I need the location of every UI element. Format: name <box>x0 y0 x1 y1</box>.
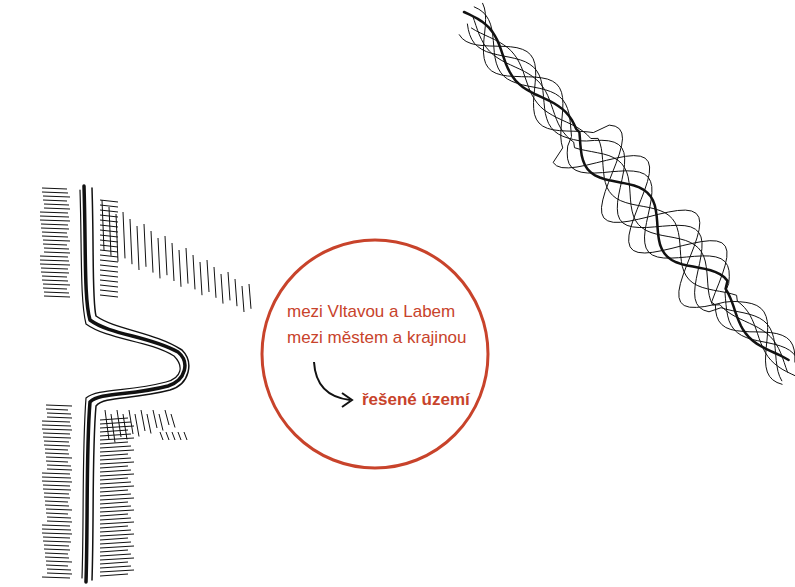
circle-text: mezi městem a krajinou <box>287 328 467 348</box>
river-sketch <box>80 186 189 582</box>
circle-text: mezi Vltavou a Labem <box>287 302 455 322</box>
highlight-label: řešené území <box>362 390 470 410</box>
bank-hatching <box>40 188 251 578</box>
circle-outline <box>260 238 490 470</box>
focus-circle: mezi Vltavou a Labem mezi městem a krajin… <box>260 238 490 470</box>
curved-arrow <box>314 362 352 407</box>
river-scribble <box>459 3 795 384</box>
